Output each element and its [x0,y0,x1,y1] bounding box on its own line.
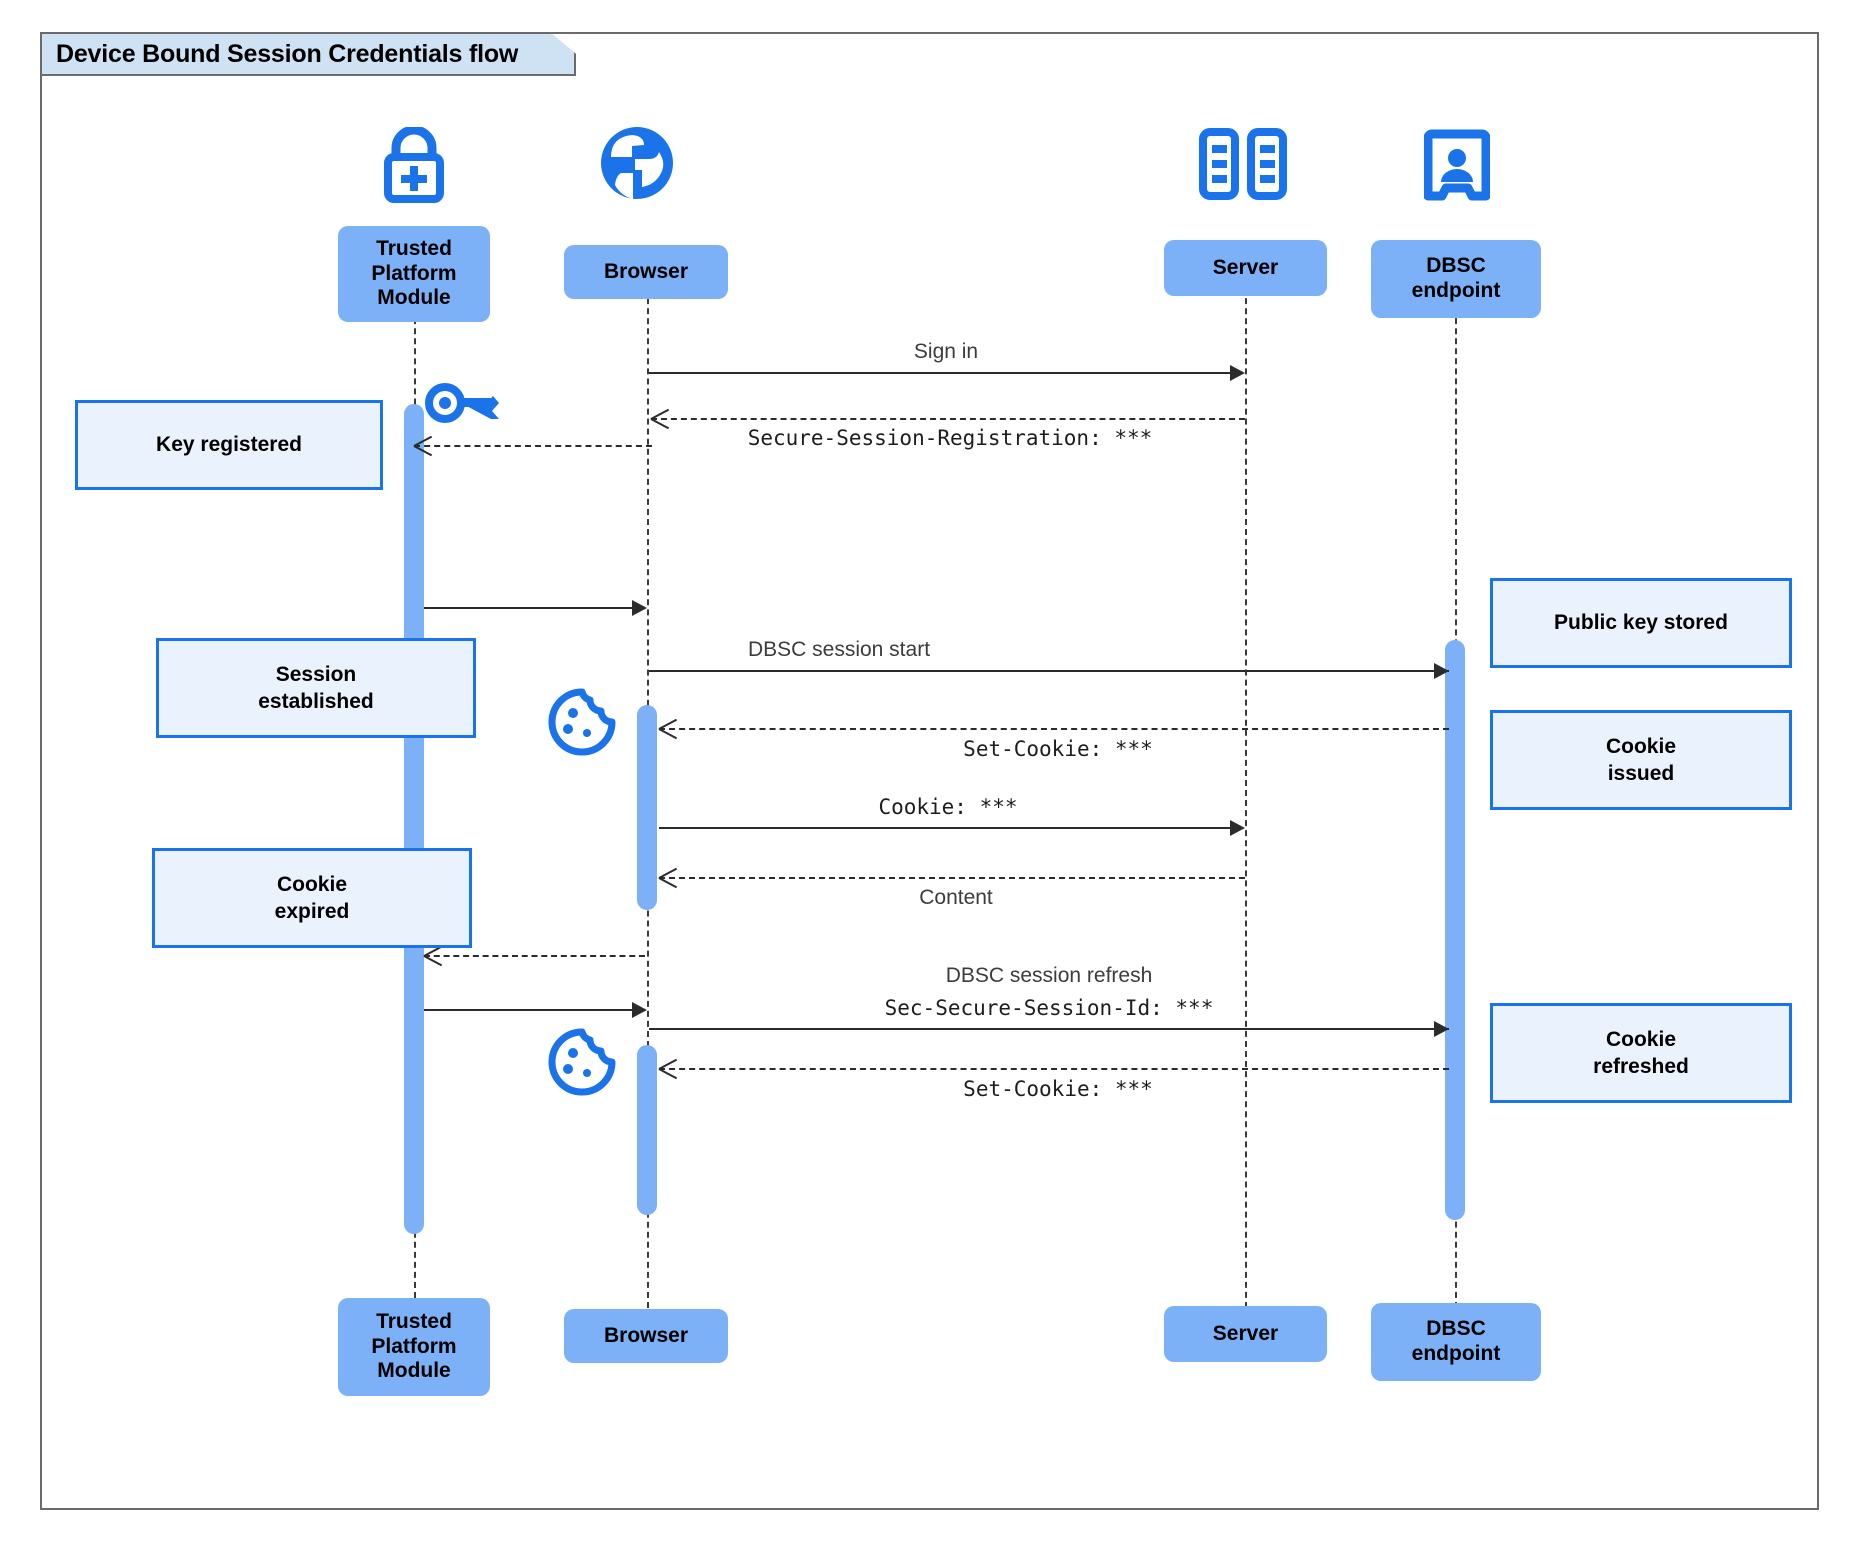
participant-footer-server[interactable]: Server [1164,1306,1327,1362]
note-public-key-stored: Public key stored [1490,578,1792,668]
message-line-key-register-to-tpm [414,445,652,447]
arrowhead-right [632,600,647,616]
arrowhead-right [1230,820,1245,836]
message-line-dbsc-session-refresh [649,1028,1449,1030]
message-line-sign-in [649,372,1237,374]
message-label-set-cookie-2: Set-Cookie: *** [963,1077,1153,1101]
message-line-tpm-to-browser-2 [424,1009,639,1011]
participant-browser[interactable]: Browser [564,245,728,299]
diagram-title: Device Bound Session Credentials flow [40,32,576,76]
server-rack-icon [1199,128,1287,205]
participant-server[interactable]: Server [1164,240,1327,296]
cookie-icon [546,1026,618,1103]
message-label-set-cookie-1: Set-Cookie: *** [963,737,1153,761]
message-line-tpm-to-browser-1 [424,607,639,609]
cookie-icon [546,686,618,763]
message-line-secure-session-registration [651,418,1245,420]
arrowhead-right [632,1002,647,1018]
participant-label: Browser [603,259,689,283]
globe-icon [597,123,677,208]
message-line-content [659,877,1245,879]
arrowhead-left [651,409,669,427]
arrowhead-left [659,868,677,886]
arrowhead-left [414,436,432,454]
note-cookie-refreshed: Cookie refreshed [1490,1003,1792,1103]
participant-label: Server [1212,255,1279,279]
message-line-set-cookie-2 [659,1068,1449,1070]
participant-label: DBSC endpoint [1411,254,1501,302]
arrowhead-right [1434,1021,1449,1037]
note-label: Public key stored [1554,611,1728,635]
note-label: Session established [258,662,374,713]
note-session-established: Session established [156,638,476,738]
participant-footer-browser[interactable]: Browser [564,1309,728,1363]
padlock-plus-icon [371,125,457,208]
note-cookie-expired: Cookie expired [152,848,472,948]
message-line-browser-to-tpm [424,955,645,957]
message-label-dbsc-session-start: DBSC session start [747,638,931,661]
note-cookie-issued: Cookie issued [1490,710,1792,810]
activation-bar-browser-2 [637,1045,657,1215]
arrowhead-right [1434,663,1449,679]
arrowhead-left [659,1059,677,1077]
arrowhead-right [1230,365,1245,381]
activation-bar-dbsc [1445,640,1465,1220]
arrowhead-left [659,719,677,737]
note-key-registered: Key registered [75,400,383,490]
lifeline-server [1245,258,1247,1318]
note-label: Key registered [156,433,302,457]
note-label: Cookie expired [274,872,350,923]
participant-label: Trusted Platform Module [371,1310,457,1383]
key-icon [424,378,508,433]
id-badge-icon [1423,128,1491,211]
message-label-dbsc-session-refresh: DBSC session refresh [945,964,1153,987]
participant-label: Server [1212,1321,1279,1345]
message-label-cookie: Cookie: *** [878,795,1018,819]
message-label-content: Content [919,886,993,909]
message-label-secure-session-registration: Secure-Session-Registration: *** [747,426,1153,450]
message-line-cookie [659,827,1237,829]
participant-label: Trusted Platform Module [371,237,457,310]
note-label: Cookie refreshed [1593,1027,1689,1078]
message-line-set-cookie-1 [659,728,1449,730]
arrowhead-left [424,946,442,964]
participant-label: DBSC endpoint [1411,1317,1501,1365]
participant-tpm[interactable]: Trusted Platform Module [338,226,490,322]
message-line-dbsc-session-start [649,670,1449,672]
participant-dbsc[interactable]: DBSC endpoint [1371,240,1541,318]
participant-footer-tpm[interactable]: Trusted Platform Module [338,1298,490,1396]
note-label: Cookie issued [1605,734,1676,785]
message-label-sec-secure-session-id: Sec-Secure-Session-Id: *** [884,996,1214,1020]
participant-label: Browser [603,1323,689,1347]
message-label-sign-in: Sign in [913,340,979,363]
activation-bar-tpm [404,404,424,1234]
activation-bar-browser-1 [637,705,657,910]
participant-footer-dbsc[interactable]: DBSC endpoint [1371,1303,1541,1381]
